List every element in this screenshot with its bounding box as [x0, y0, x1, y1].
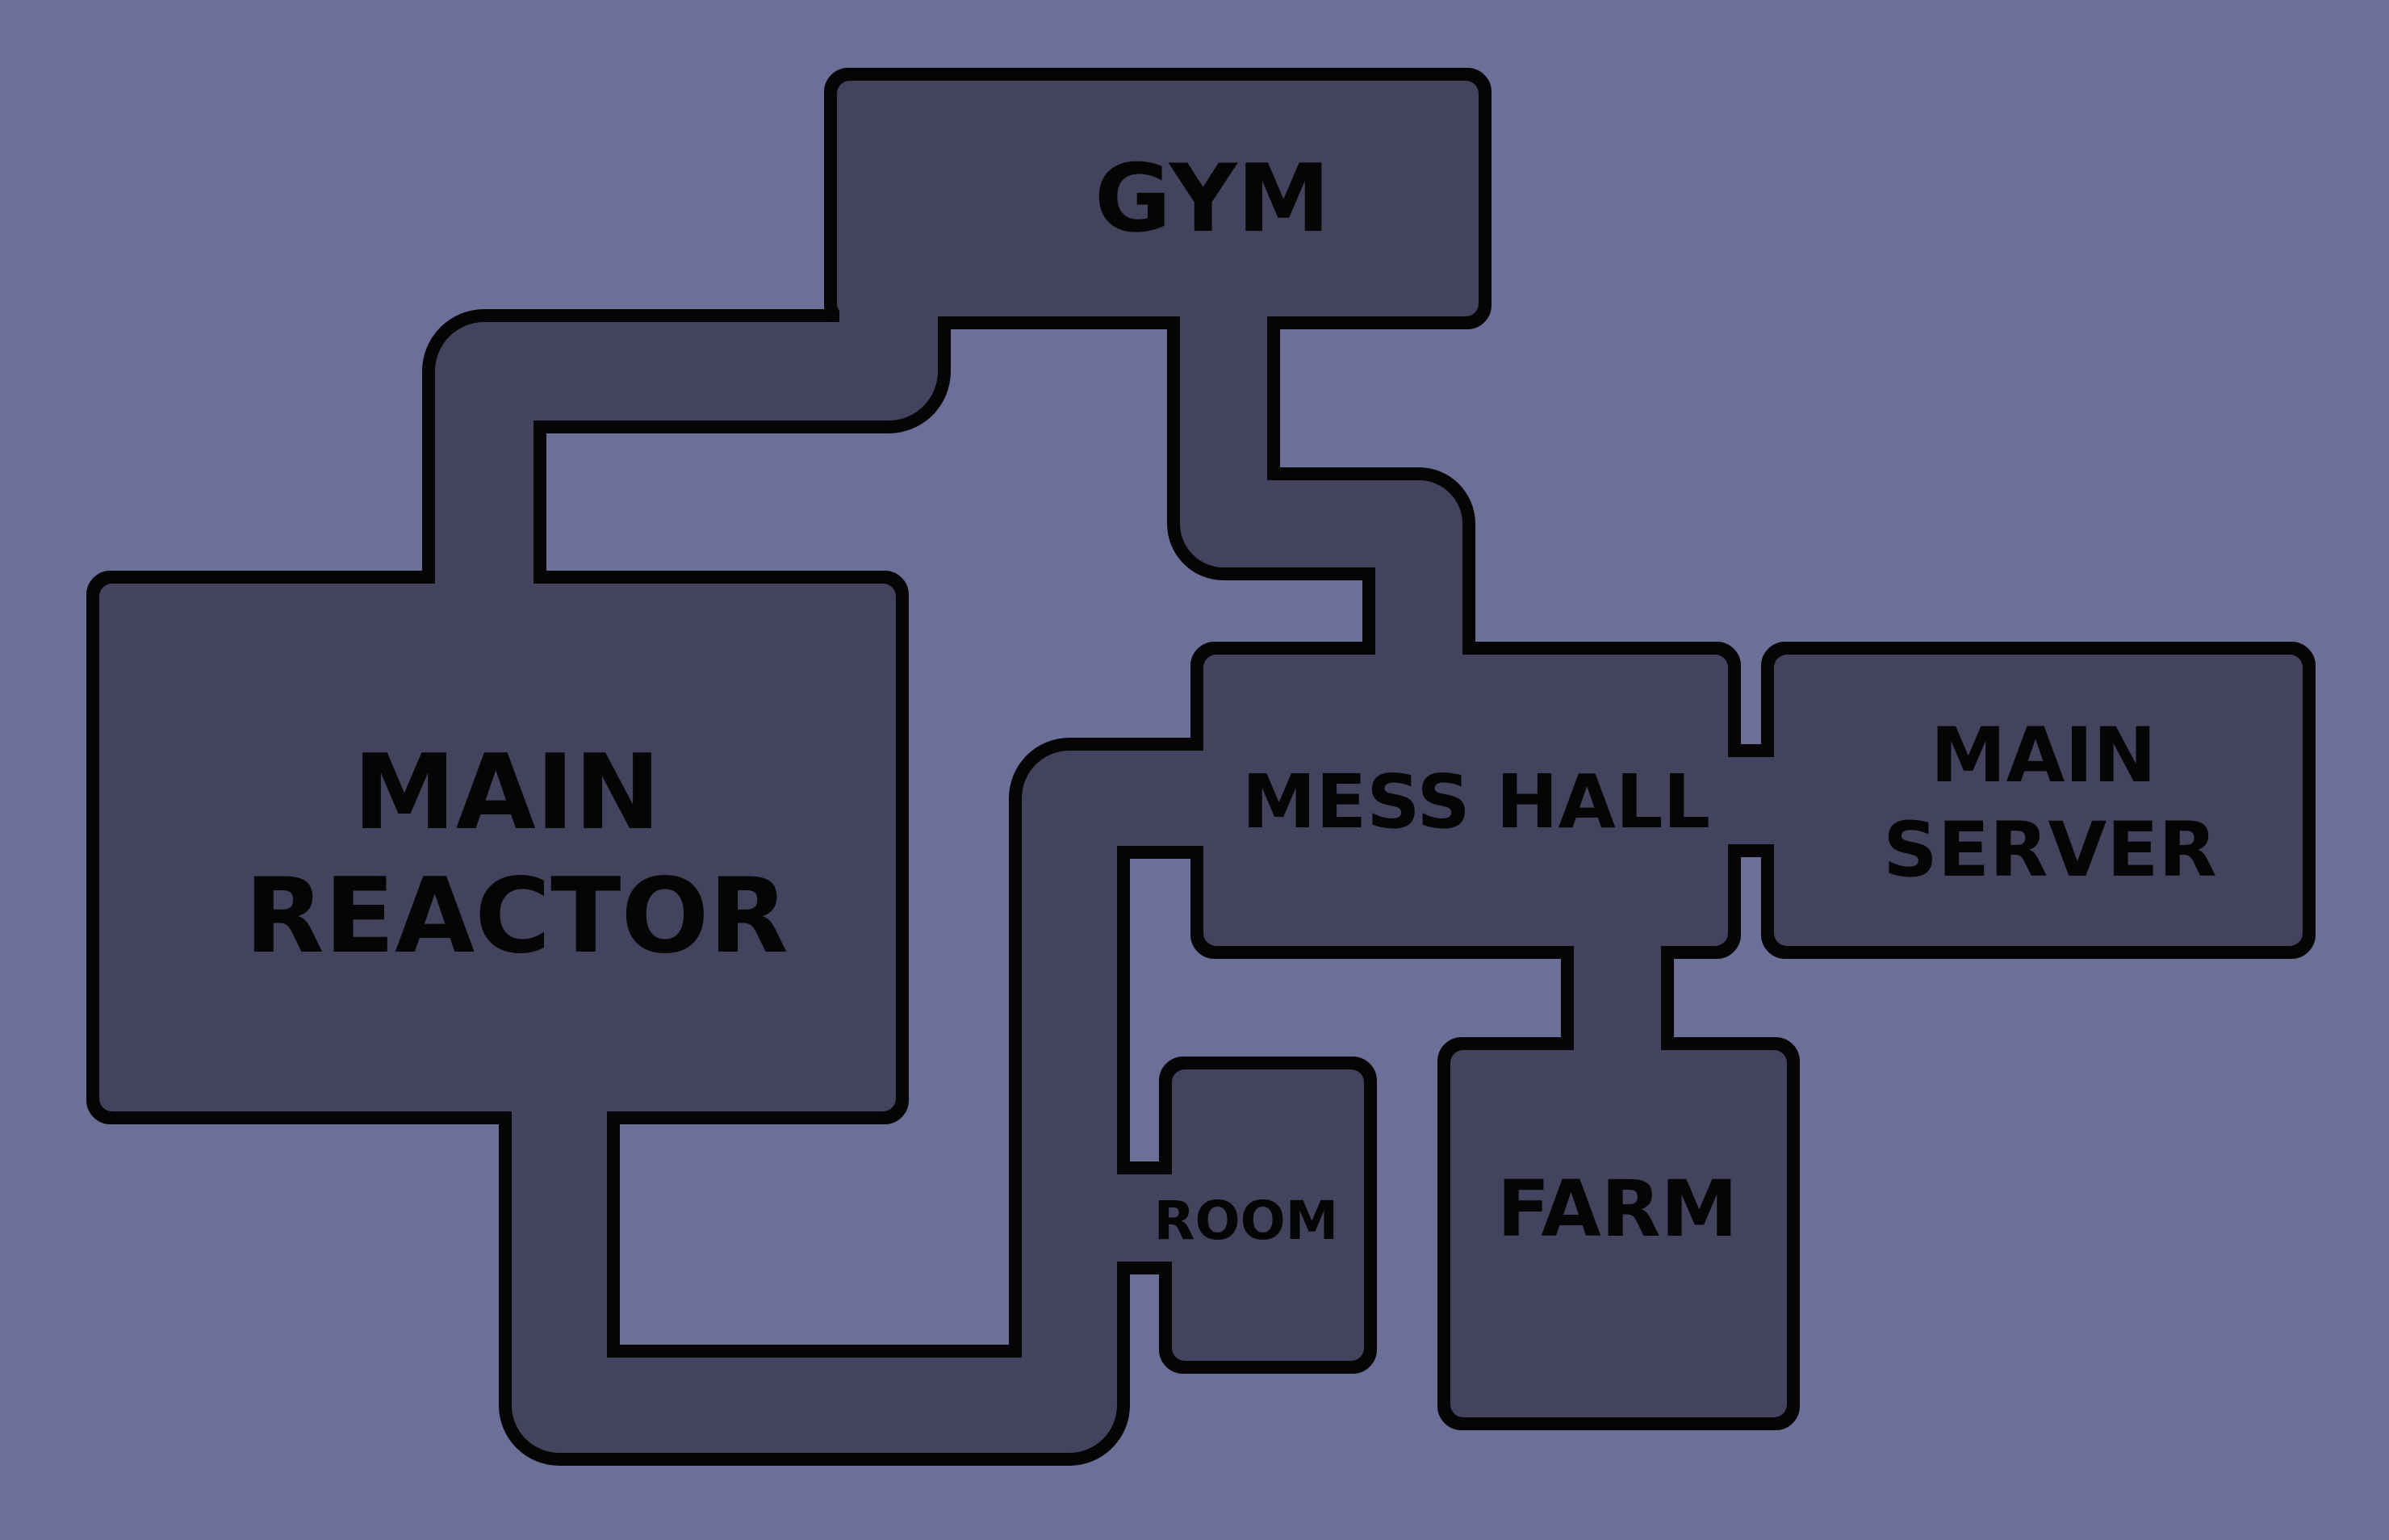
main-reactor-label-line1[interactable]: MAIN [353, 733, 660, 853]
farm-label[interactable]: FARM [1497, 1164, 1738, 1254]
mess-hall-label[interactable]: MESS HALL [1242, 759, 1710, 845]
map-fill-layer [99, 81, 2303, 1453]
main-server-label-line2[interactable]: SERVER [1883, 806, 2217, 894]
main-reactor-room-fill [99, 584, 896, 1111]
room-labels: GYM MAIN REACTOR MESS HALL MAIN SERVER R… [245, 144, 2217, 1254]
farm-room-fill [1450, 1050, 1787, 1417]
room-label[interactable]: ROOM [1154, 1190, 1339, 1252]
main-server-label-line1[interactable]: MAIN [1931, 712, 2157, 800]
main-server-room-fill [1774, 655, 2303, 946]
main-reactor-label-line2[interactable]: REACTOR [245, 856, 789, 977]
gym-label[interactable]: GYM [1094, 144, 1330, 253]
gym-room-fill [837, 81, 1479, 316]
mess-hall-room-fill [1203, 655, 1728, 946]
corridor-reactor-to-mess-hall-fill [512, 751, 1215, 1453]
room-room-fill [1172, 1069, 1364, 1361]
corridor-gym-to-mess-hall-fill [1180, 295, 1462, 674]
